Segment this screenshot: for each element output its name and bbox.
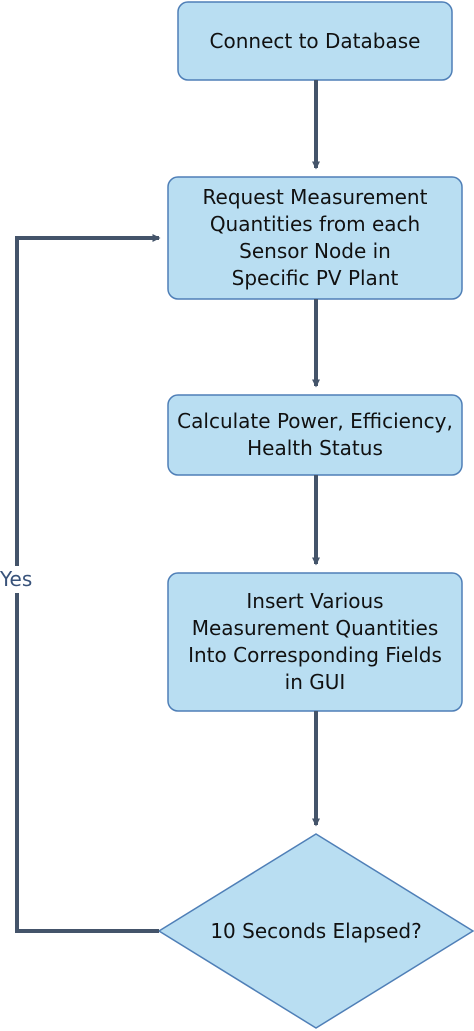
insert-quantities-label: Insert Various Measurement Quantities In… xyxy=(188,589,442,694)
decision-diamond xyxy=(157,833,474,1029)
ten-seconds-decision-label: 10 Seconds Elapsed? xyxy=(210,918,422,943)
request-measurement-step: Request Measurement Quantities from each… xyxy=(168,177,462,299)
calculate-power-step: Calculate Power, Efficiency, Health Stat… xyxy=(168,395,462,475)
request-measurement-label: Request Measurement Quantities from each… xyxy=(202,185,428,290)
insert-quantities-step: Insert Various Measurement Quantities In… xyxy=(168,573,462,711)
ten-seconds-decision: 10 Seconds Elapsed? xyxy=(158,833,474,1029)
edge-decision-to-request-loop xyxy=(15,234,161,933)
calculate-power-label: Calculate Power, Efficiency, Health Stat… xyxy=(177,409,453,460)
loop-yes-label: Yes xyxy=(0,566,35,593)
connect-to-database-label: Connect to Database xyxy=(209,28,421,53)
connect-to-database-step: Connect to Database xyxy=(178,2,452,80)
